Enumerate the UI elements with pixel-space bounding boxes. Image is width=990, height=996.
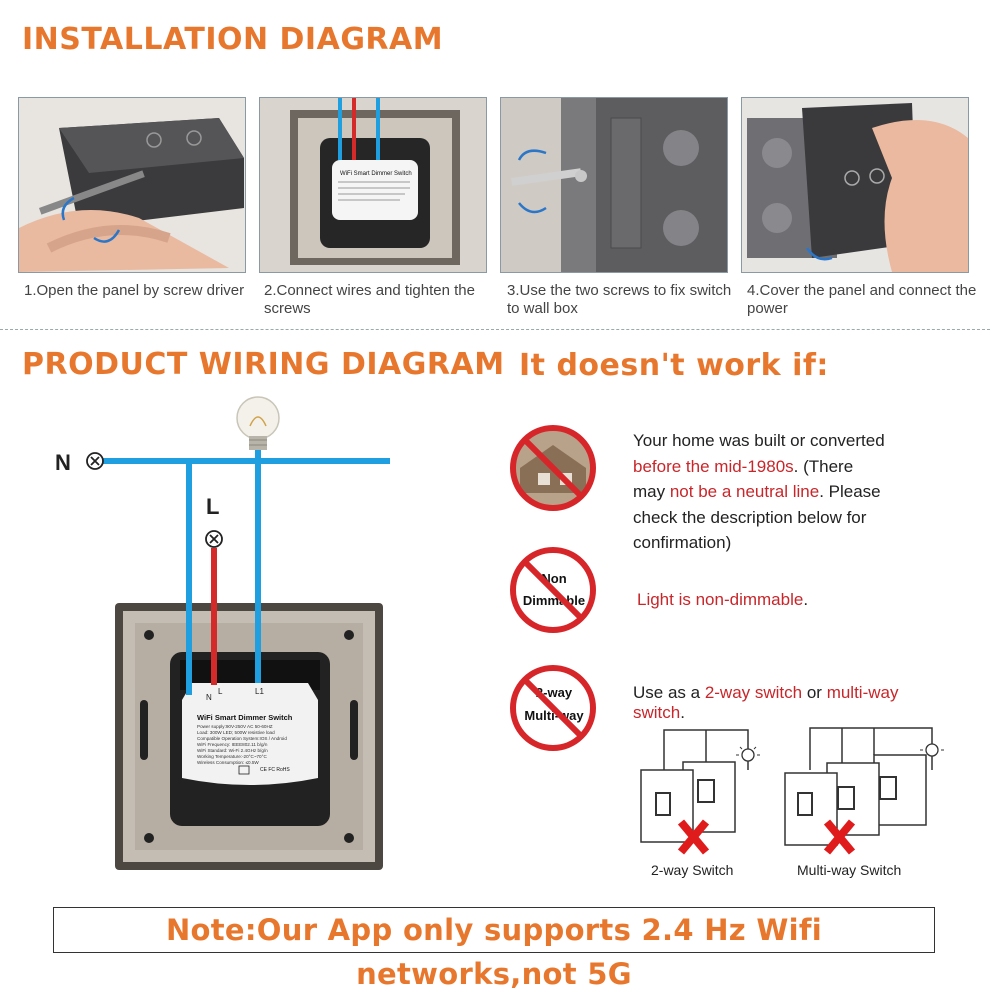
terminal-n-label: N (206, 693, 212, 702)
condition-non-dimmable-text: Light is non-dimmable. (637, 587, 808, 613)
condition-1-line-3-post: . Please (819, 482, 881, 501)
condition-1-line-2: . (There (793, 456, 854, 476)
step-2-illustration: WiFi Smart Dimmer Switch (260, 98, 486, 272)
wifi-icon (238, 765, 250, 775)
condition-multi-way-text: Use as a 2-way switch or multi-way switc… (633, 683, 898, 723)
step-4-image (741, 97, 969, 273)
doesnt-work-title: It doesn't work if: (519, 348, 829, 383)
condition-3-pre: Use as a (633, 683, 705, 702)
multi-way-switch-illustration (784, 727, 944, 855)
two-way-switch-label: 2-way Switch (651, 862, 734, 878)
step-3-illustration (501, 98, 727, 272)
multi-way-switch-label: Multi-way Switch (797, 862, 902, 878)
condition-2-post: . (803, 590, 809, 609)
terminal-l1-label: L1 (255, 687, 264, 696)
multi-way-prohibited-icon: 2-way Multi-way (510, 665, 596, 751)
step-1-illustration (19, 98, 245, 272)
module-spec: Wireless Consumption: ≤0.5W (197, 760, 259, 765)
condition-1-line-5: confirmation) (633, 533, 732, 552)
ce-mark: CE FC RoHS (260, 767, 290, 773)
live-label: L (206, 494, 219, 519)
section-divider (0, 329, 990, 330)
condition-1-line-4: check the description below for (633, 507, 867, 527)
step-2-caption: 2.Connect wires and tighten the screws (264, 282, 475, 317)
wiring-diagram: N L L1 WiFi Smart Dimmer Switch Power su… (55, 396, 390, 870)
terminal-l-label: L (218, 687, 223, 696)
step-3-caption: 3.Use the two screws to fix switch to wa… (507, 282, 732, 317)
condition-1-red-1: before the mid-1980s (633, 456, 794, 476)
condition-3-mid: or (802, 683, 827, 702)
step-1-caption: 1.Open the panel by screw driver (24, 282, 245, 299)
condition-3-red-3: switch (633, 703, 681, 722)
neutral-terminal (86, 452, 104, 470)
installation-diagram-title: INSTALLATION DIAGRAM (22, 22, 444, 57)
module-spec: WiFi Frequency: IEEE802.11 b/g/n (197, 742, 268, 747)
step-2-module-label: WiFi Smart Dimmer Switch (340, 171, 412, 177)
module-spec: Load: 300W LED; 500W resistive load (197, 730, 275, 735)
two-way-switch-illustration (640, 729, 760, 855)
condition-old-house-text: Your home was built or converted before … (633, 428, 885, 556)
condition-3-post: . (680, 703, 685, 722)
condition-2-red: Light is non-dimmable (637, 590, 804, 609)
neutral-label: N (55, 450, 71, 475)
wifi-note: Note:Our App only supports 2.4 Hz Wifi n… (53, 907, 935, 991)
non-dimmable-icon-text-2: Dimmable (523, 593, 585, 608)
condition-3-red-2: multi-way (826, 683, 899, 702)
condition-3-red-1: 2-way switch (704, 683, 803, 702)
condition-1-line-3-pre: may (633, 482, 670, 501)
live-terminal (205, 530, 223, 548)
module-spec: Power supply:90V-250V AC 50-60HZ (197, 724, 273, 729)
light-bulb-icon (236, 396, 280, 450)
condition-1-line-1: Your home was built or converted (633, 431, 885, 450)
multi-way-icon-text-2: Multi-way (524, 708, 584, 723)
x-mark-icon (823, 819, 856, 855)
x-mark-icon (677, 819, 710, 855)
bulb-icon (920, 738, 944, 757)
bulb-icon (736, 743, 760, 762)
module-spec: Compatible Operation System:IOS / Androi… (197, 736, 287, 741)
old-house-prohibited-icon (510, 425, 596, 511)
module-spec: WiFi Standard: Wi-Fi 2.4GHz b/g/n (197, 748, 268, 753)
step-3-image (500, 97, 728, 273)
condition-1-red-2: not be a neutral line (669, 482, 820, 501)
non-dimmable-prohibited-icon: Non Dimmable (510, 547, 596, 633)
module-title: WiFi Smart Dimmer Switch (197, 713, 293, 722)
step-1-image (18, 97, 246, 273)
step-4-caption: 4.Cover the panel and connect the power (747, 282, 977, 317)
step-2-image: WiFi Smart Dimmer Switch (259, 97, 487, 273)
module-spec: Working Temperature:-20°C~70°C (197, 754, 267, 759)
product-wiring-diagram-title: PRODUCT WIRING DIAGRAM (22, 347, 505, 382)
step-4-illustration (742, 98, 968, 272)
